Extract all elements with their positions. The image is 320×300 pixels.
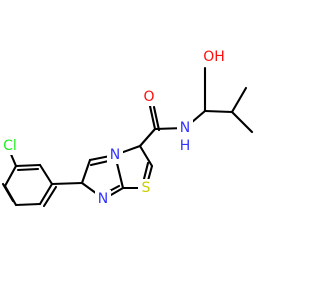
imine-nitrogen-label: N [98, 191, 108, 207]
bond [38, 182, 54, 206]
atom-labels: Cl OH O N H N N S [0, 48, 227, 208]
bond [80, 158, 92, 185]
bond-lines [1, 66, 254, 208]
sulfur-label: S [142, 180, 151, 196]
bond [148, 104, 157, 131]
label-mask [95, 190, 111, 208]
bond [203, 109, 234, 114]
label-mask [177, 137, 193, 155]
bond [16, 167, 40, 172]
bond [14, 202, 42, 207]
bond [38, 163, 54, 186]
bond [138, 144, 154, 168]
label-mask [177, 119, 193, 137]
label-mask [138, 179, 154, 197]
amide-hydrogen-label: H [180, 138, 191, 154]
bond [138, 127, 157, 148]
molecule-structure: Cl OH O N H N N S [0, 48, 254, 208]
chlorine-label: Cl [3, 138, 17, 154]
label-mask [107, 146, 123, 164]
bond [50, 181, 84, 186]
label-mask [141, 88, 157, 106]
hydroxyl-label: OH [203, 49, 225, 65]
carbonyl-oxygen-label: O [143, 89, 154, 105]
bond [230, 110, 254, 134]
bond [42, 185, 58, 208]
bridgehead-nitrogen-label: N [110, 147, 120, 163]
label-mask [0, 137, 22, 155]
amide-nitrogen-label: N [180, 120, 190, 136]
bond [14, 163, 42, 168]
bond [3, 164, 18, 188]
label-mask [201, 48, 227, 66]
bond [152, 105, 161, 132]
bond [230, 86, 248, 114]
